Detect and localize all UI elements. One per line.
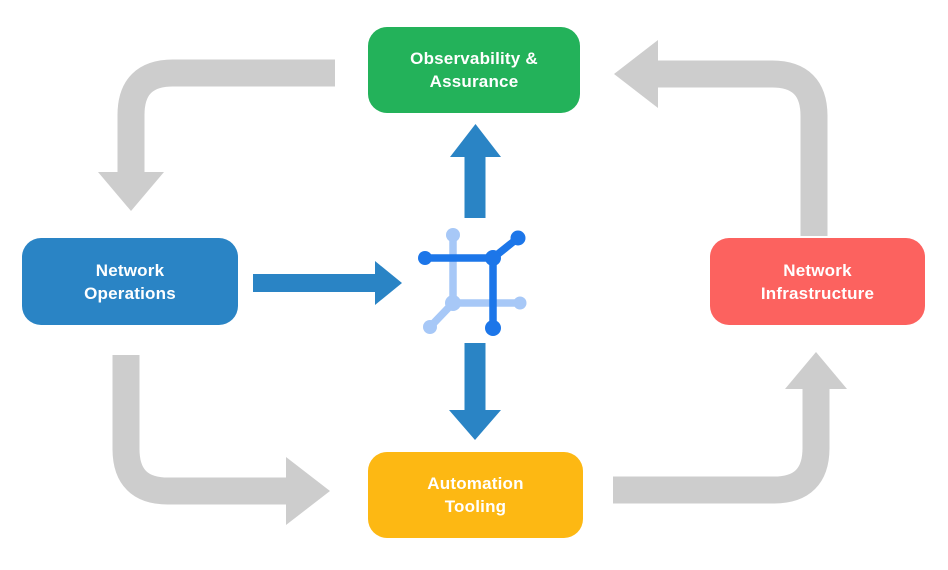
flow-arrow-center-to-observability <box>450 124 501 218</box>
mesh-node <box>513 296 527 310</box>
node-label-line: Operations <box>84 283 176 303</box>
arrow-head <box>785 352 847 389</box>
arrow-shaft <box>656 60 828 236</box>
arrow-shaft <box>117 59 335 174</box>
mesh-node <box>445 295 461 311</box>
node-label-line: Observability & <box>410 49 538 68</box>
flow-arrow-operations-to-center <box>253 261 402 305</box>
flow-arrow-center-to-automation <box>449 343 501 440</box>
mesh-node <box>485 250 501 266</box>
arrow-shaft <box>112 355 288 505</box>
node-observability-assurance: Observability & Assurance <box>368 27 580 113</box>
flow-arrow-operations-to-automation <box>112 355 330 525</box>
flow-arrow-infrastructure-to-observability <box>614 40 828 236</box>
arrow-head <box>375 261 402 305</box>
node-automation-tooling: Automation Tooling <box>368 452 583 538</box>
node-label-line: Tooling <box>444 497 507 516</box>
arrow-head <box>286 457 330 525</box>
mesh-node <box>418 251 432 265</box>
mesh-node <box>423 320 437 334</box>
flow-arrow-automation-to-infrastructure <box>613 352 847 504</box>
node-label-line: Automation <box>427 474 524 493</box>
arrow-head <box>450 124 501 157</box>
flow-arrow-observability-to-operations <box>98 59 335 211</box>
node-label-line: Assurance <box>429 72 519 91</box>
node-label-line: Network <box>95 260 165 280</box>
arrow-head <box>449 410 501 440</box>
arrow-head <box>98 172 164 211</box>
mesh-node <box>446 228 460 242</box>
arrow-shaft <box>613 387 830 504</box>
network-mesh-icon <box>418 228 527 336</box>
node-label-line: Network <box>783 260 852 280</box>
node-network-infrastructure: Network Infrastructure <box>710 238 925 325</box>
node-network-operations: Network Operations <box>22 238 238 325</box>
node-label-line: Infrastructure <box>760 283 875 303</box>
mesh-node <box>485 320 501 336</box>
arrow-head <box>614 40 658 108</box>
mesh-node <box>510 230 526 246</box>
